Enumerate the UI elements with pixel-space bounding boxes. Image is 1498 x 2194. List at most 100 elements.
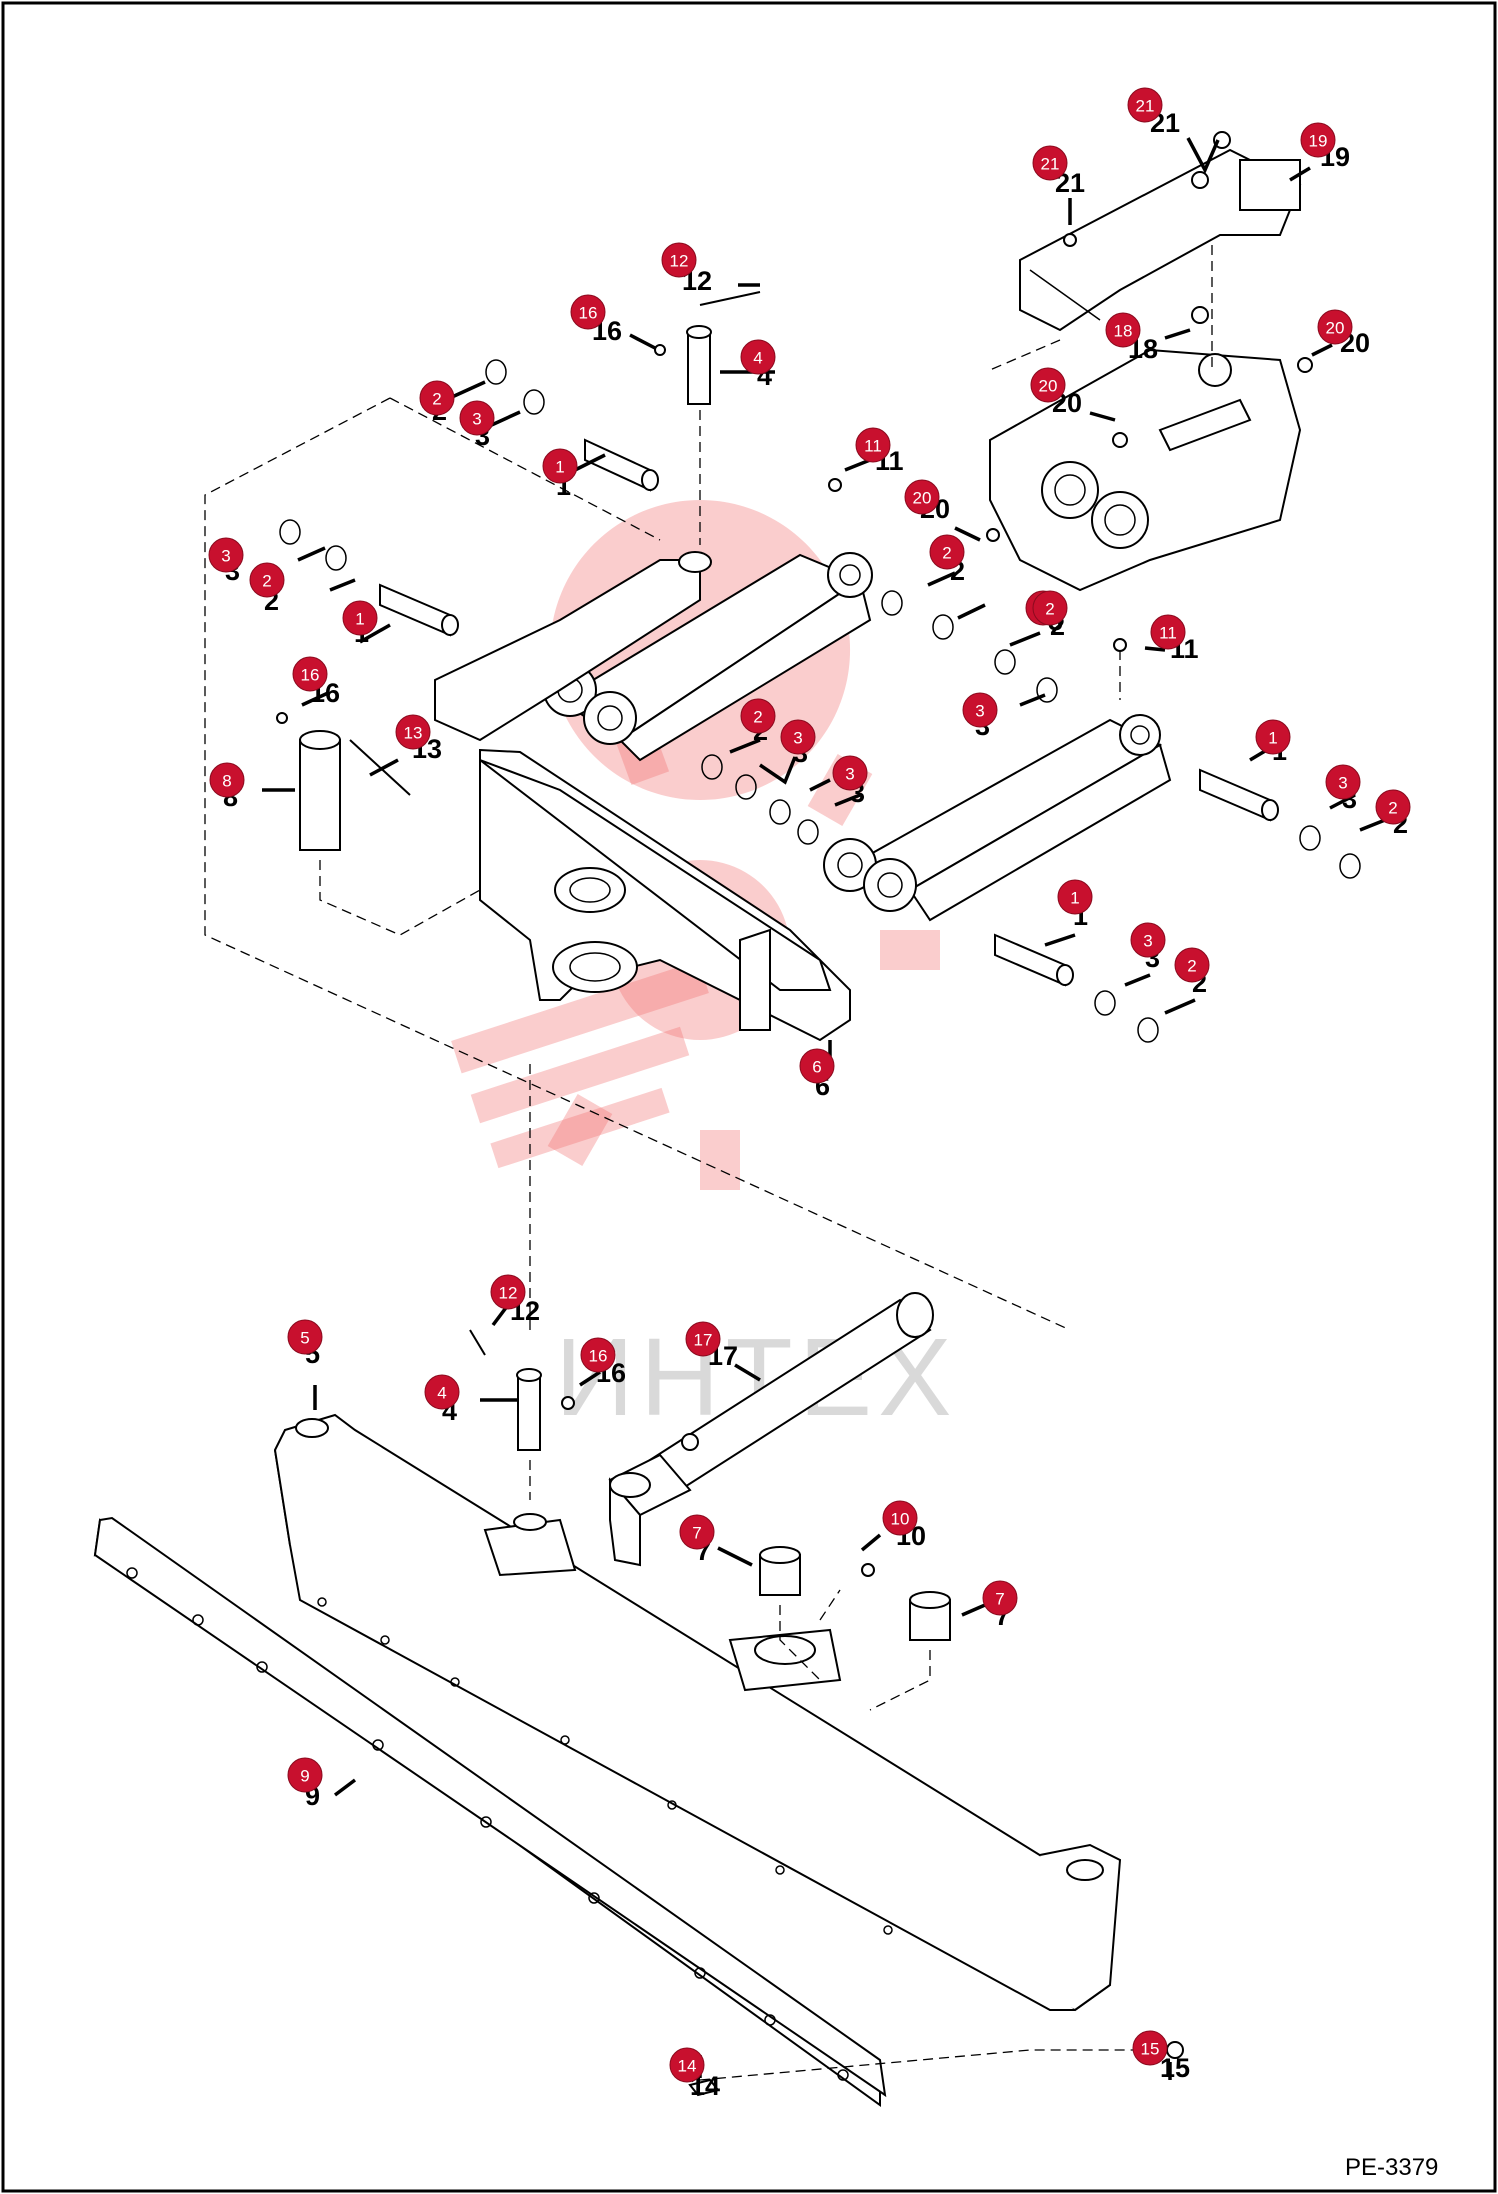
callout-badge-circle [740, 339, 776, 375]
bolt-14 [688, 2078, 720, 2097]
callout-badge-number: 20 [913, 489, 932, 508]
callout-badge-number: 2 [1388, 799, 1397, 818]
callout-badge-circle [542, 448, 578, 484]
callout-badge[interactable]: 11 [1150, 614, 1186, 650]
callout-badge-circle [929, 534, 965, 570]
callout-badge-circle [982, 1580, 1018, 1616]
callout-badge-circle [570, 294, 606, 330]
callout-badge[interactable]: 3 [1325, 764, 1361, 800]
callout-badge[interactable]: 16 [292, 656, 328, 692]
callout-badge-number: 16 [589, 1347, 608, 1366]
nut-16 [561, 1396, 575, 1410]
callout-badge-circle [1300, 122, 1336, 158]
callout-badge[interactable]: 21 [1032, 145, 1068, 181]
callout-badge-circle [1150, 614, 1186, 650]
callout-badge[interactable]: 14 [669, 2047, 705, 2083]
callout-badge[interactable]: 2 [249, 562, 285, 598]
callout-badge[interactable]: 1 [342, 600, 378, 636]
callout-badge[interactable]: 2 [1375, 789, 1411, 825]
callout-badge-circle [799, 1048, 835, 1084]
callout-badge[interactable]: 10 [882, 1500, 918, 1536]
callout-badge[interactable]: 16 [580, 1337, 616, 1373]
callout-badge[interactable]: 2 [1032, 590, 1068, 626]
callout-badge-number: 3 [1143, 932, 1152, 951]
callout-badge-number: 13 [404, 724, 423, 743]
callout-badge[interactable]: 5 [287, 1319, 323, 1355]
callout-badge[interactable]: 4 [740, 339, 776, 375]
callout-badge-circle [1174, 947, 1210, 983]
callout-badge-circle [490, 1274, 526, 1310]
callout-badge-circle [1130, 922, 1166, 958]
callout-badge[interactable]: 15 [1132, 2030, 1168, 2066]
callout-badge[interactable]: 2 [929, 534, 965, 570]
callout-badge[interactable]: 9 [287, 1757, 323, 1793]
callout-badge[interactable]: 3 [1130, 922, 1166, 958]
callout-badge-number: 16 [301, 666, 320, 685]
callout-badge[interactable]: 12 [661, 242, 697, 278]
callout-badge[interactable]: 3 [780, 719, 816, 755]
callout-badge[interactable]: 1 [1057, 879, 1093, 915]
drawing-code: PE-3379 [1345, 2154, 1438, 2181]
callout-badge[interactable]: 16 [570, 294, 606, 330]
callout-badge[interactable]: 20 [1317, 309, 1353, 345]
callout-badge-number: 3 [793, 729, 802, 748]
callout-badge-number: 3 [472, 410, 481, 429]
callout-badge[interactable]: 3 [962, 692, 998, 728]
callout-badge-number: 17 [694, 1331, 713, 1350]
callout-badge[interactable]: 3 [832, 755, 868, 791]
callout-badge[interactable]: 18 [1105, 312, 1141, 348]
callout-badge[interactable]: 20 [904, 479, 940, 515]
callout-badge-circle [679, 1514, 715, 1550]
callout-badge-number: 1 [555, 458, 564, 477]
callout-badge[interactable]: 2 [740, 698, 776, 734]
callout-badge-number: 8 [222, 772, 231, 791]
callout-badge[interactable]: 8 [209, 762, 245, 798]
callout-badge[interactable]: 4 [424, 1374, 460, 1410]
callout-badge[interactable]: 1 [1255, 719, 1291, 755]
callout-badge-circle [685, 1321, 721, 1357]
callout-badge[interactable]: 1 [542, 448, 578, 484]
callout-badge[interactable]: 2 [1174, 947, 1210, 983]
callout-badge-number: 6 [812, 1058, 821, 1077]
callout-badge-circle [1032, 590, 1068, 626]
callout-badge[interactable]: 3 [208, 537, 244, 573]
callout-badge[interactable]: 7 [679, 1514, 715, 1550]
callout-badge[interactable]: 7 [982, 1580, 1018, 1616]
pin-set-upper [276, 131, 1361, 1043]
callout-badge-number: 2 [432, 390, 441, 409]
callout-badge[interactable]: 17 [685, 1321, 721, 1357]
callout-badge[interactable]: 20 [1030, 367, 1066, 403]
callout-badge-circle [209, 762, 245, 798]
callout-badge[interactable]: 3 [459, 400, 495, 436]
callout-badge[interactable]: 11 [855, 427, 891, 463]
callout-badge-circle [669, 2047, 705, 2083]
callout-badge-number: 9 [300, 1767, 309, 1786]
cover-plate-part [1019, 148, 1302, 332]
callout-badge-circle [962, 692, 998, 728]
callout-badge-number: 10 [891, 1510, 910, 1529]
callout-badge[interactable]: 2 [419, 380, 455, 416]
callout-badge-circle [424, 1374, 460, 1410]
pivot-pin-head [516, 1368, 542, 1382]
callout-badge-circle [419, 380, 455, 416]
callout-badge-number: 3 [975, 702, 984, 721]
callout-badge[interactable]: 12 [490, 1274, 526, 1310]
callout-badge-number: 16 [579, 304, 598, 323]
callout-badge-circle [1032, 145, 1068, 181]
dozer-blade-part [273, 1413, 1122, 2012]
callout-badge-number: 1 [355, 610, 364, 629]
callout-badge[interactable]: 19 [1300, 122, 1336, 158]
callout-badge-number: 2 [262, 572, 271, 591]
callout-badge-number: 3 [1338, 774, 1347, 793]
callout-badge-number: 4 [753, 349, 762, 368]
callout-badge-circle [1105, 312, 1141, 348]
callout-badge[interactable]: 13 [395, 714, 431, 750]
callout-badge[interactable]: 21 [1127, 87, 1163, 123]
callout-badge[interactable]: 6 [799, 1048, 835, 1084]
callout-badge-number: 2 [942, 544, 951, 563]
callout-badge-circle [342, 600, 378, 636]
callout-badge-circle [904, 479, 940, 515]
valve-block-part [989, 348, 1302, 592]
